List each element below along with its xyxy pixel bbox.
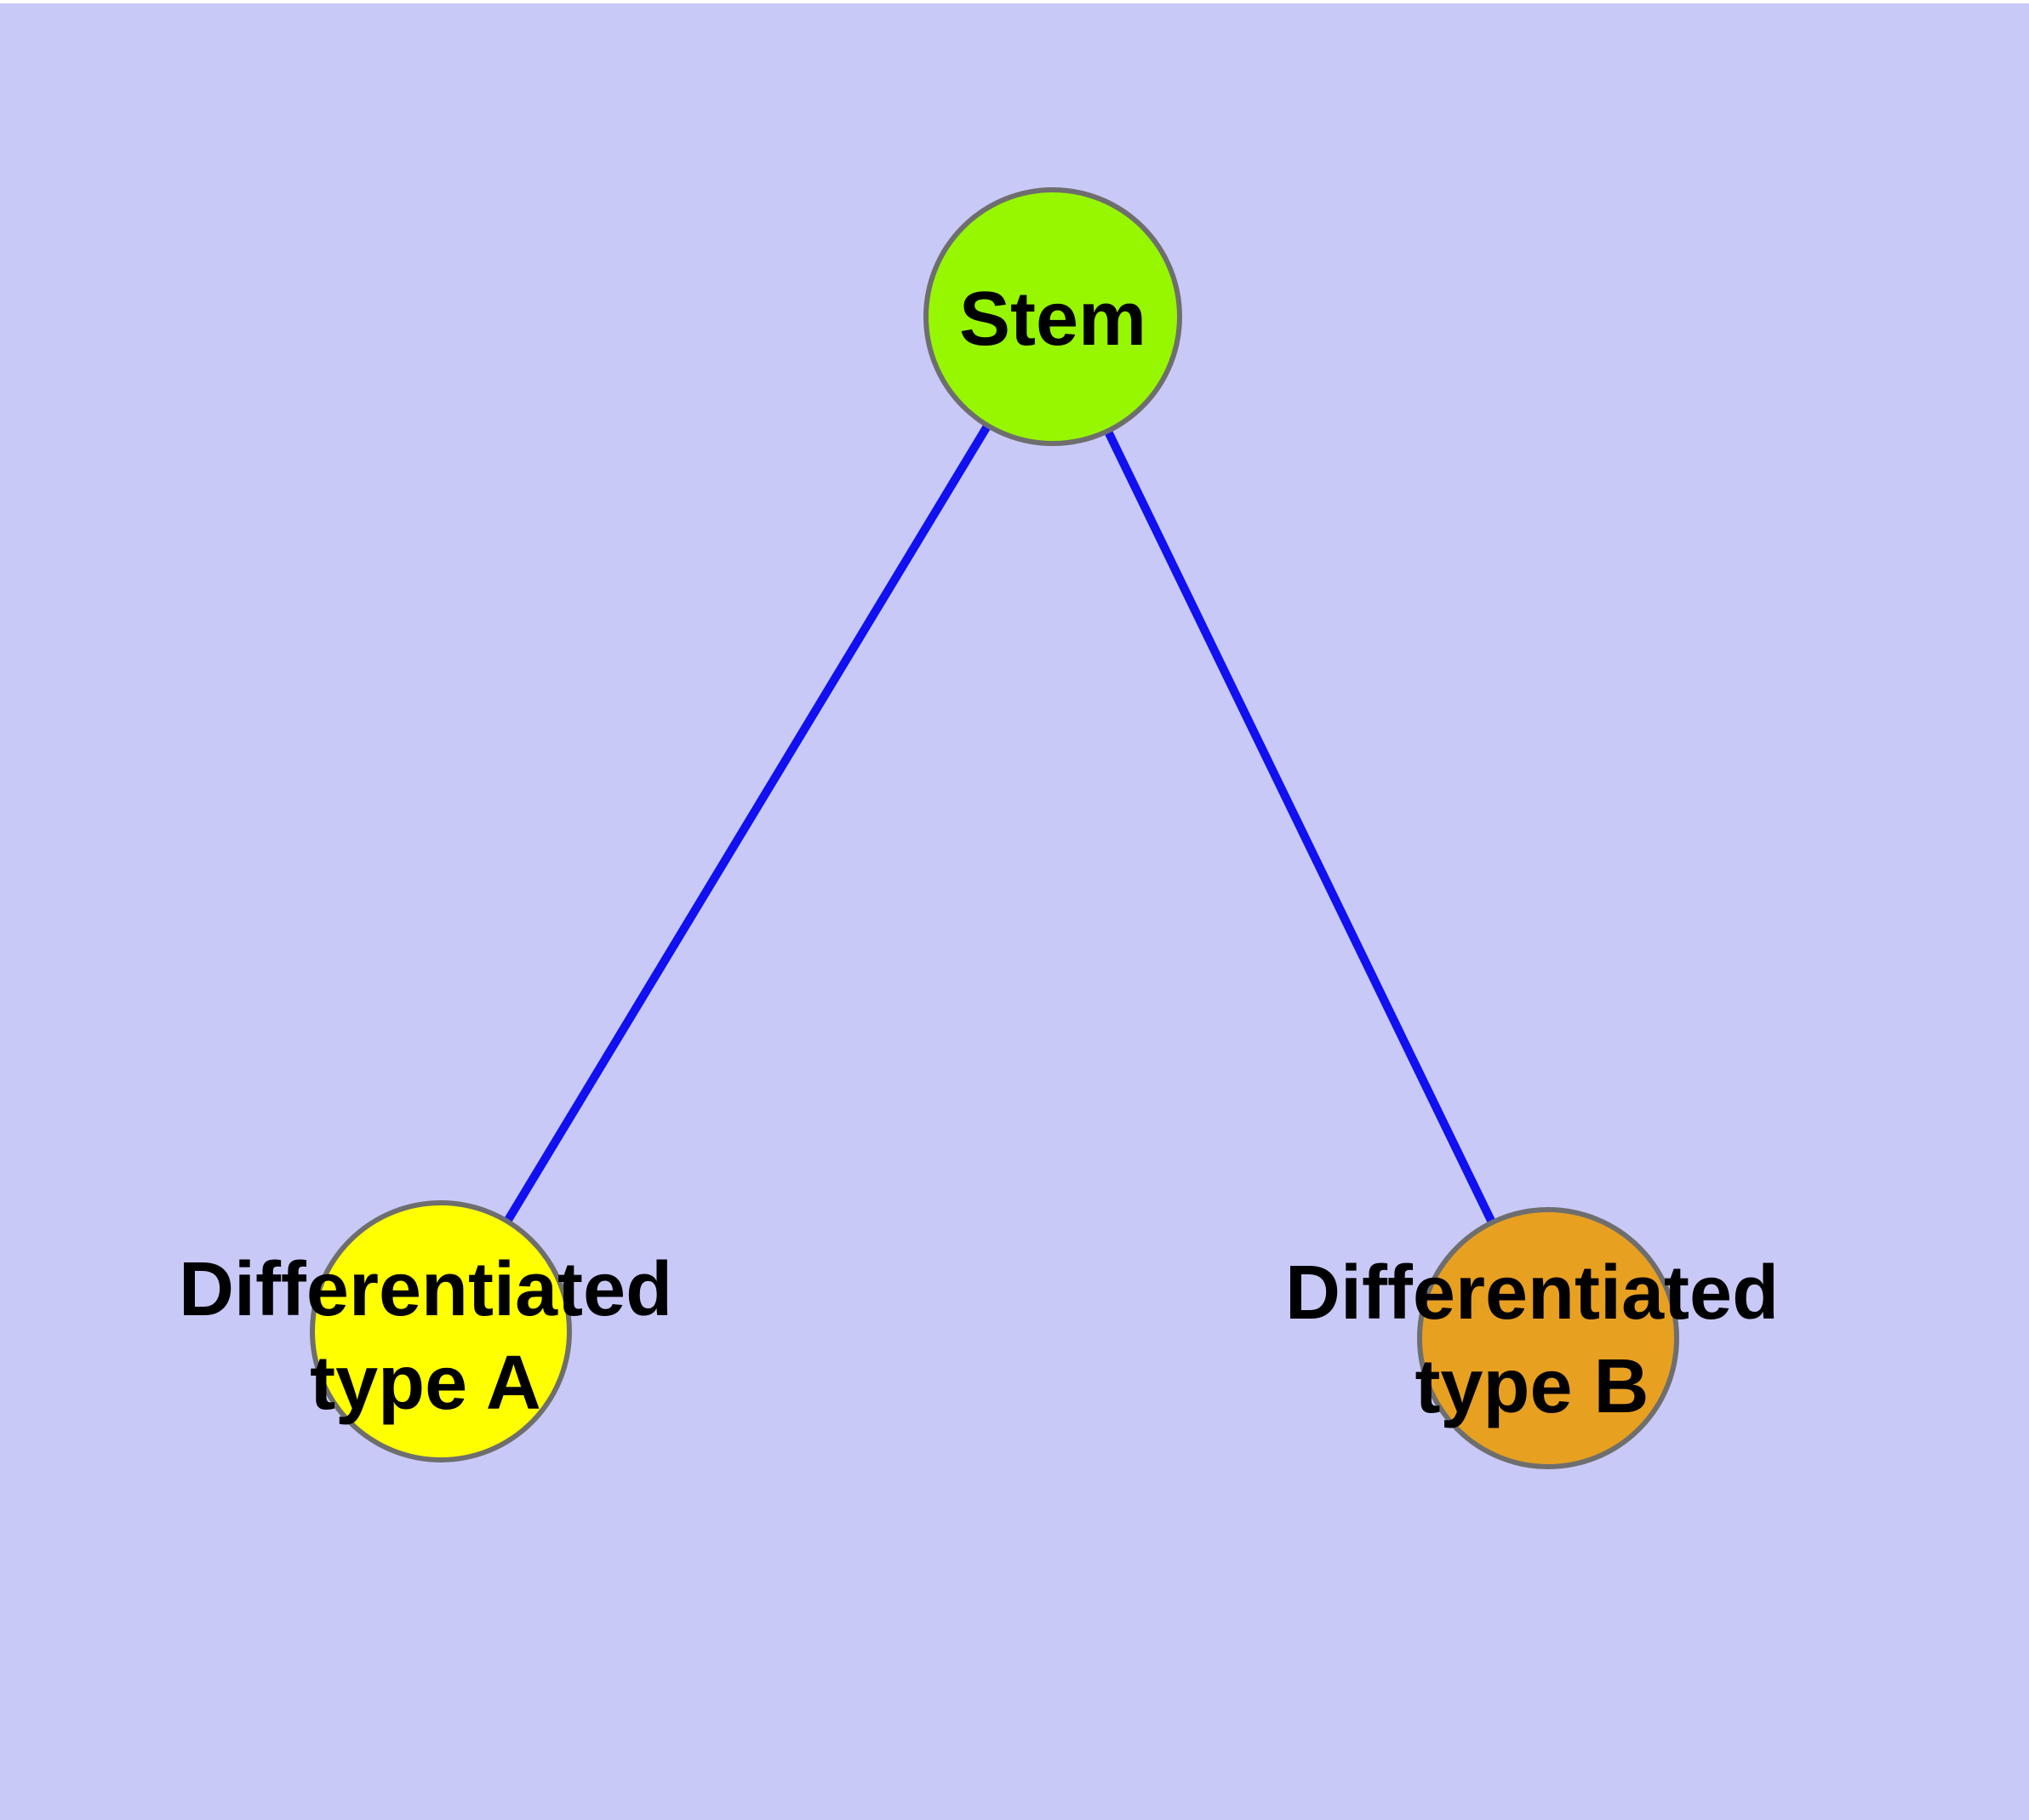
- node-stem-label: Stem: [959, 272, 1146, 366]
- node-stem-label-text: Stem: [958, 277, 1147, 362]
- node-differentiated-type-a-circle: [310, 1200, 572, 1462]
- node-stem-circle: [923, 187, 1182, 446]
- node-type-b-label-line1: Differentiated: [1284, 1251, 1780, 1336]
- node-type-a-label-line1: Differentiated: [178, 1247, 673, 1332]
- edge-stem-to-type-b: [1049, 315, 1552, 1341]
- node-type-a-label-line2: type A: [310, 1341, 541, 1426]
- node-differentiated-type-b-label: Differentiated type B: [1285, 1246, 1779, 1434]
- node-type-b-label-line2: type B: [1415, 1344, 1649, 1429]
- top-edge-strip: [0, 0, 2029, 3]
- node-differentiated-type-a-label: Differentiated type A: [179, 1243, 672, 1430]
- node-differentiated-type-b-circle: [1417, 1207, 1679, 1469]
- edge-stem-to-type-a: [437, 315, 1057, 1334]
